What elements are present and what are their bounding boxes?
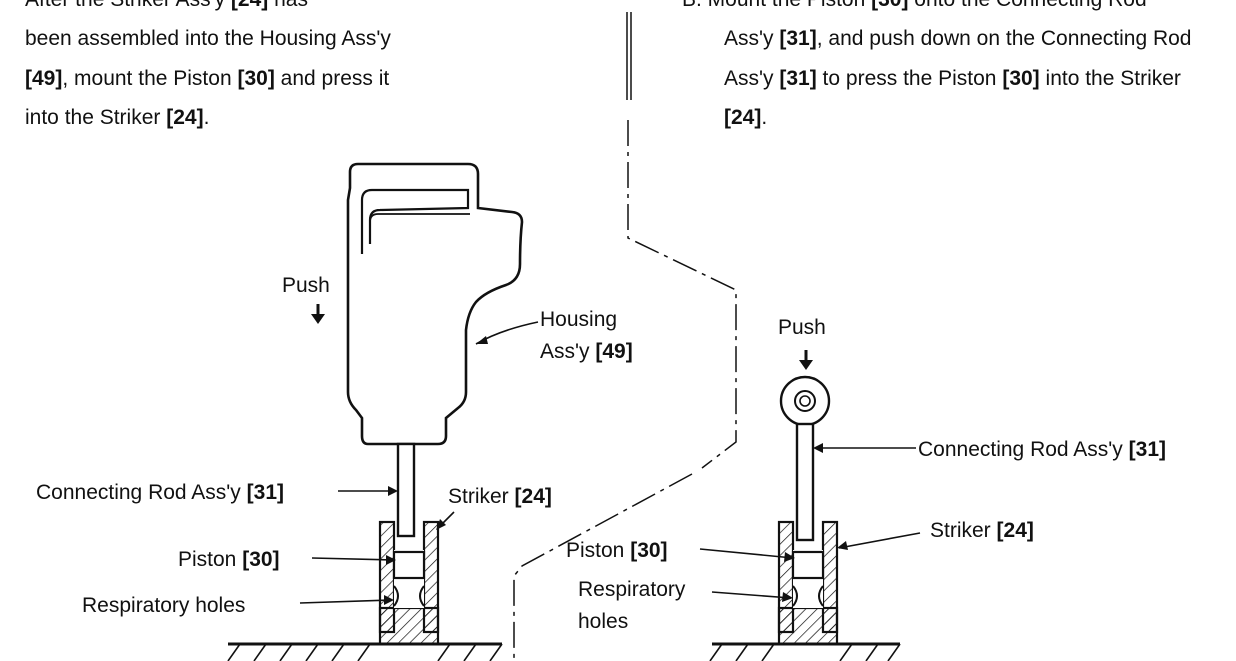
piston	[392, 550, 426, 580]
holes-leader-left	[299, 599, 393, 604]
right-striker-label: Striker [24]	[930, 519, 1034, 542]
part-reference: [24]	[724, 105, 762, 129]
instruction-text: Ass'y	[724, 66, 780, 90]
piston-right	[791, 550, 825, 580]
instruction-text: and press it	[274, 66, 390, 90]
part-reference: [30]	[237, 66, 275, 90]
instruction-text: Ass'y	[724, 27, 780, 51]
instruction-line: into the Striker [24].	[25, 98, 391, 137]
left-instructions: After the Striker Ass'y [24] has been ass…	[25, 0, 391, 137]
instruction-text: .	[761, 105, 768, 129]
piston-leader-right	[699, 548, 794, 559]
part-reference: [31]	[779, 27, 817, 51]
instruction-text: After the Striker Ass'y	[25, 0, 231, 11]
instruction-line: Ass'y [31], and push down on the Connect…	[682, 19, 1192, 58]
striker-leader-right	[838, 532, 921, 549]
instruction-line: B. Mount the Piston [30] onto the Connec…	[682, 0, 1192, 19]
right-rod-label: Connecting Rod Ass'y [31]	[918, 438, 1166, 461]
handle-opening	[360, 188, 470, 254]
instruction-text: , mount the Piston	[62, 66, 238, 90]
instruction-line: After the Striker Ass'y [24] has	[25, 0, 391, 19]
striker-bottom-r	[777, 606, 839, 646]
left-rod-label: Connecting Rod Ass'y [31]	[36, 481, 284, 504]
ground-hatch-right	[709, 643, 901, 661]
instruction-text: , and push down on the Connecting Rod	[816, 27, 1192, 51]
striker-bottom	[378, 606, 440, 646]
part-reference: [24]	[231, 0, 268, 11]
right-holes-label-1: Respiratory	[578, 578, 686, 601]
right-holes-label-2: holes	[578, 610, 628, 633]
left-housing-label-2: Ass'y [49]	[540, 340, 633, 363]
instruction-line: been assembled into the Housing Ass'y	[25, 19, 391, 58]
part-reference: [30]	[1002, 66, 1040, 90]
part-reference: [31]	[779, 66, 817, 90]
instruction-text: has	[268, 0, 308, 11]
instruction-text: been assembled into the Housing Ass'y	[25, 27, 391, 51]
right-push-label: Push	[778, 316, 826, 339]
holes-leader-right	[711, 591, 792, 599]
right-piston-label: Piston [30]	[566, 539, 668, 562]
instruction-line: [24].	[682, 98, 1192, 137]
rod-eye-outer	[779, 375, 831, 427]
instruction-text: into the Striker	[1039, 66, 1181, 90]
respiratory-hole-shape	[393, 585, 425, 607]
instruction-text: .	[203, 105, 210, 129]
left-piston-label: Piston [30]	[178, 548, 280, 571]
part-reference: [24]	[166, 105, 204, 129]
push-arrow-icon	[311, 304, 325, 324]
push-arrow-icon	[799, 350, 813, 370]
piston-leader-left	[311, 557, 395, 561]
instruction-line: [49], mount the Piston [30] and press it	[25, 59, 391, 98]
part-reference: [30]	[871, 0, 908, 11]
instruction-line: Ass'y [31] to press the Piston [30] into…	[682, 59, 1192, 98]
right-figure: Push Connecting Rod Ass'y [31] Striker […	[566, 316, 1166, 661]
instruction-text: to press the Piston	[816, 66, 1003, 90]
instruction-text: into the Striker	[25, 105, 167, 129]
ground-hatch-left	[227, 643, 503, 661]
connecting-rod	[396, 442, 416, 538]
left-holes-label: Respiratory holes	[82, 594, 245, 617]
part-reference: [49]	[25, 66, 63, 90]
rod-eye-inner	[794, 390, 816, 412]
connecting-rod-right	[795, 422, 815, 542]
instruction-text: onto the Connecting Rod	[908, 0, 1146, 11]
rod-eye-core	[799, 395, 811, 407]
left-housing-label-1: Housing	[540, 308, 617, 331]
right-instructions: B. Mount the Piston [30] onto the Connec…	[682, 0, 1192, 137]
housing-assy-body	[346, 162, 524, 446]
left-figure: Push Housing Ass'y [49] Connecting Rod A…	[36, 162, 633, 661]
handle-inner-line	[369, 213, 470, 230]
left-push-label: Push	[282, 274, 330, 297]
instruction-text: B. Mount the Piston	[682, 0, 871, 11]
respiratory-hole-shape-r	[792, 585, 824, 607]
left-striker-label: Striker [24]	[448, 485, 552, 508]
divider	[513, 12, 737, 661]
